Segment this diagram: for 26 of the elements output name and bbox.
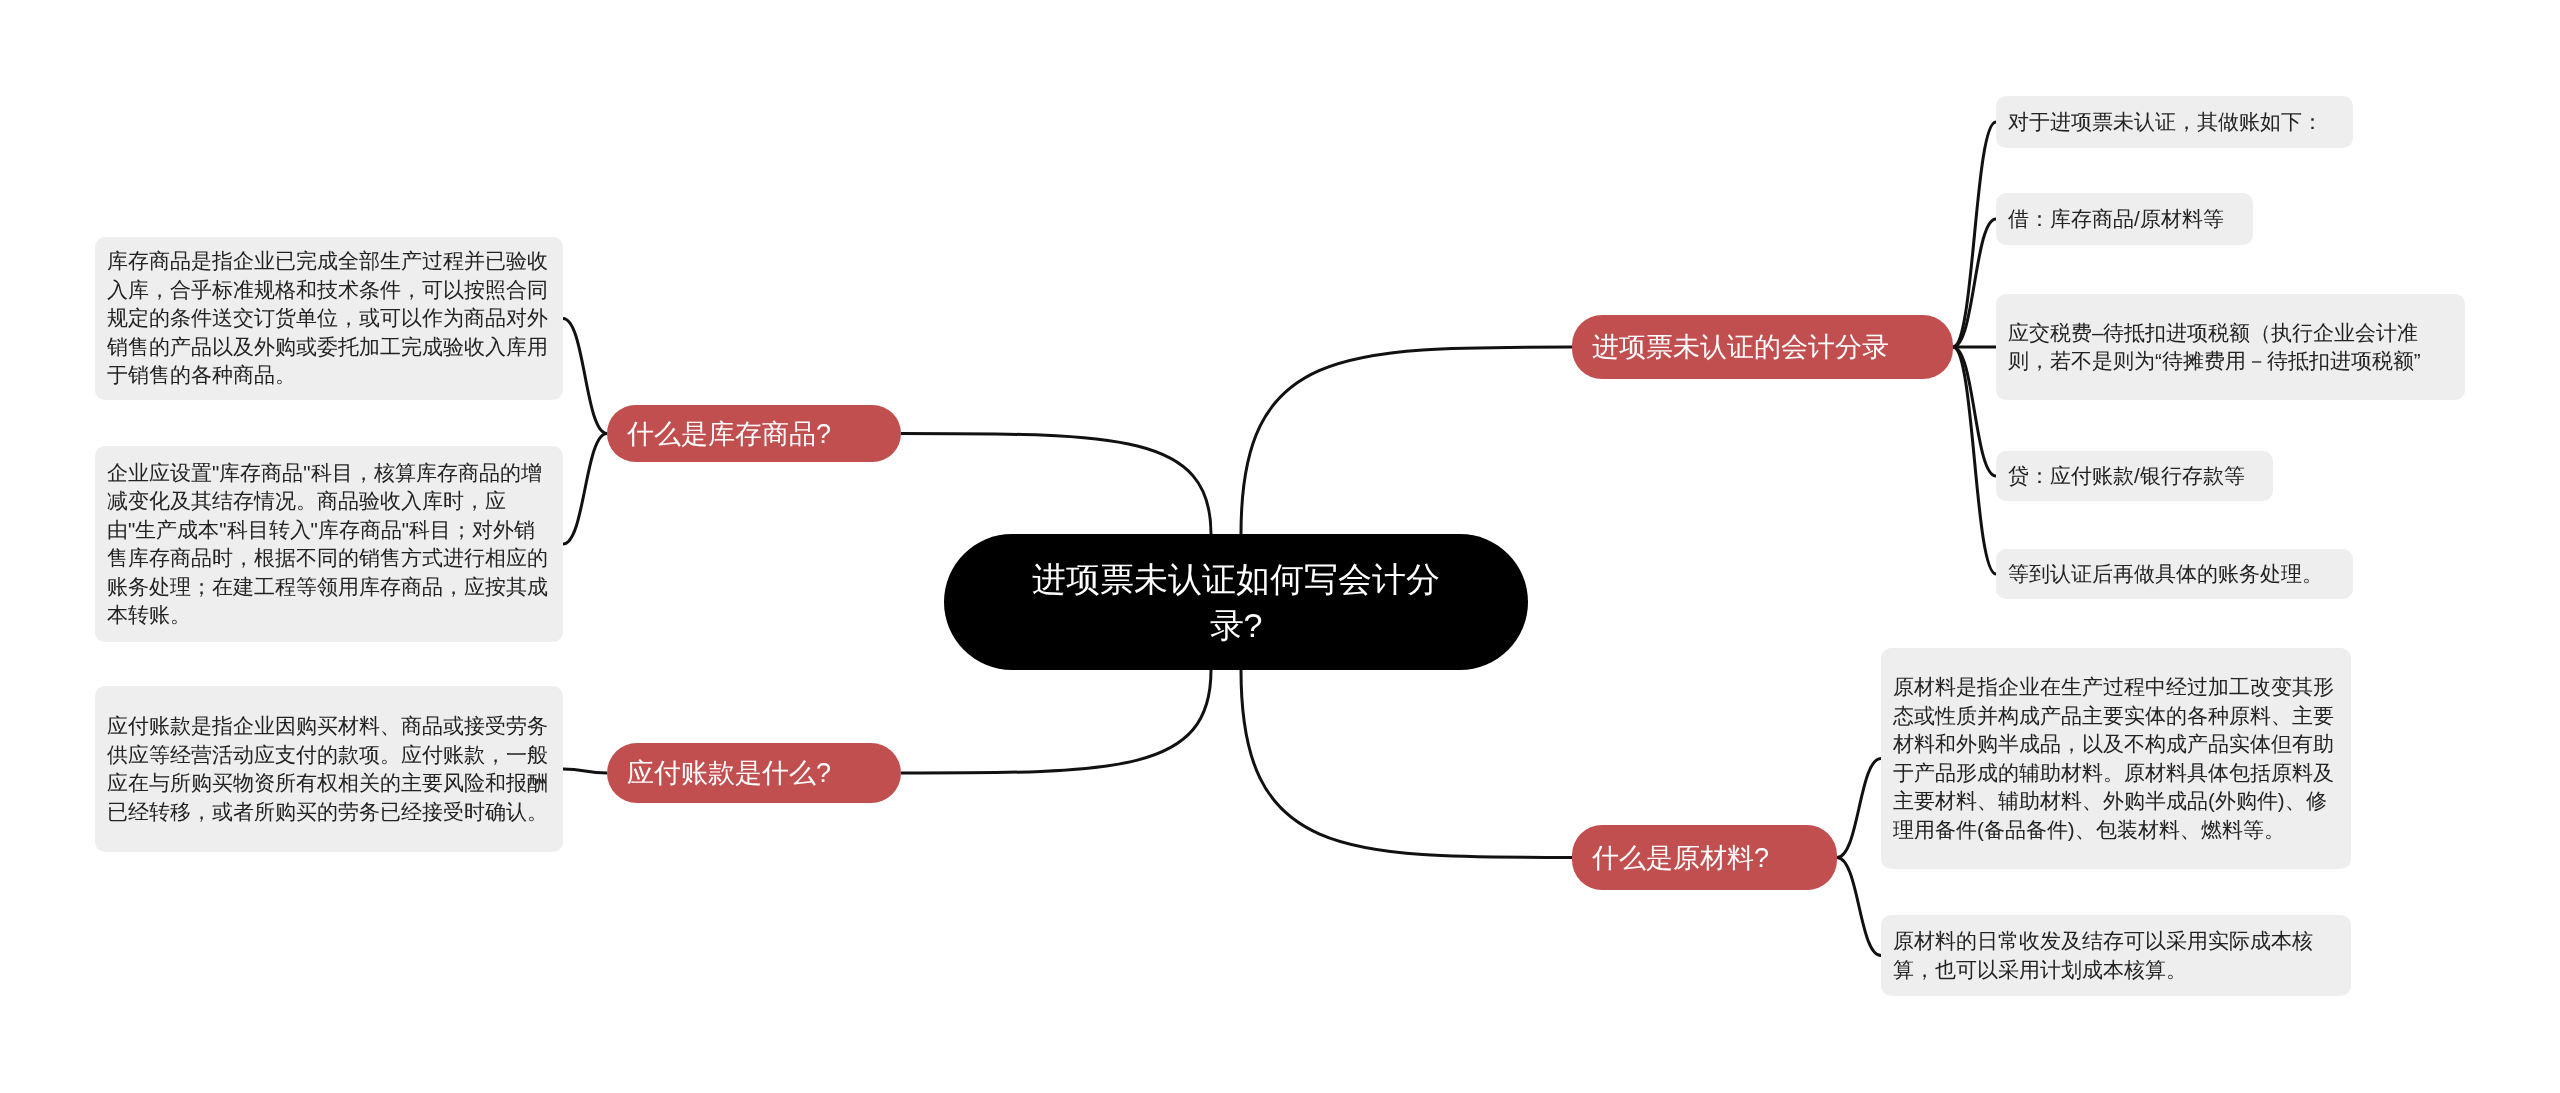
branch-topic: 什么是原材料? xyxy=(1572,825,1837,890)
connector-line xyxy=(901,669,1213,775)
connector-line xyxy=(901,432,1213,535)
connector-line xyxy=(562,317,608,435)
connector-line xyxy=(1836,856,1882,957)
connector-line xyxy=(1239,345,1572,535)
branch-topic: 什么是库存商品? xyxy=(607,405,901,462)
note-card: 库存商品是指企业已完成全部生产过程并已验收入库，合乎标准规格和技术条件，可以按照合同规定的条件送交订货单位，或可以作为商品对外销售的产品以及外购或委托加工完成验收入库用于销售的各种商品。 xyxy=(95,237,563,400)
central-topic: 进项票未认证如何写会计分录? xyxy=(944,534,1528,670)
connector-line xyxy=(562,432,608,546)
branch-topic: 应付账款是什么? xyxy=(607,743,901,803)
connector-line xyxy=(1952,217,1997,349)
note-card: 原材料的日常收发及结存可以采用实际成本核算，也可以采用计划成本核算。 xyxy=(1881,915,2351,996)
note-card: 借：库存商品/原材料等 xyxy=(1996,193,2253,245)
note-card: 贷：应付账款/银行存款等 xyxy=(1996,451,2273,501)
note-card: 应交税费–待抵扣进项税额（执行企业会计准则，若不是则为“待摊费用－待抵扣进项税额” xyxy=(1996,294,2465,400)
branch-topic: 进项票未认证的会计分录 xyxy=(1572,315,1953,379)
note-card: 对于进项票未认证，其做账如下： xyxy=(1996,96,2353,148)
connector-line xyxy=(1952,345,1997,576)
connector-line xyxy=(562,767,608,775)
note-card: 应付账款是指企业因购买材料、商品或接受劳务供应等经营活动应支付的款项。应付账款，一般应在与所购买物资所有权相关的主要风险和报酬已经转移，或者所购买的劳务已经接受时确认。 xyxy=(95,686,563,852)
note-card: 等到认证后再做具体的账务处理。 xyxy=(1996,549,2353,599)
connector-line xyxy=(1836,757,1882,859)
connector-line xyxy=(1239,669,1572,859)
note-card: 原材料是指企业在生产过程中经过加工改变其形态或性质并构成产品主要实体的各种原料、主要材料和外购半成品，以及不构成产品实体但有助于产品形成的辅助材料。原材料具体包括原料及主要材料、辅助材料、外购半成品(外购件)、修理用备件(备品备件)、包装材料、燃料等。 xyxy=(1881,648,2351,869)
note-card: 企业应设置"库存商品"科目，核算库存商品的增减变化及其结存情况。商品验收入库时，应由"生产成本"科目转入"库存商品"科目；对外销售库存商品时，根据不同的销售方式进行相应的账务处理；在建工程等领用库存商品，应按其成本转账。 xyxy=(95,446,563,642)
